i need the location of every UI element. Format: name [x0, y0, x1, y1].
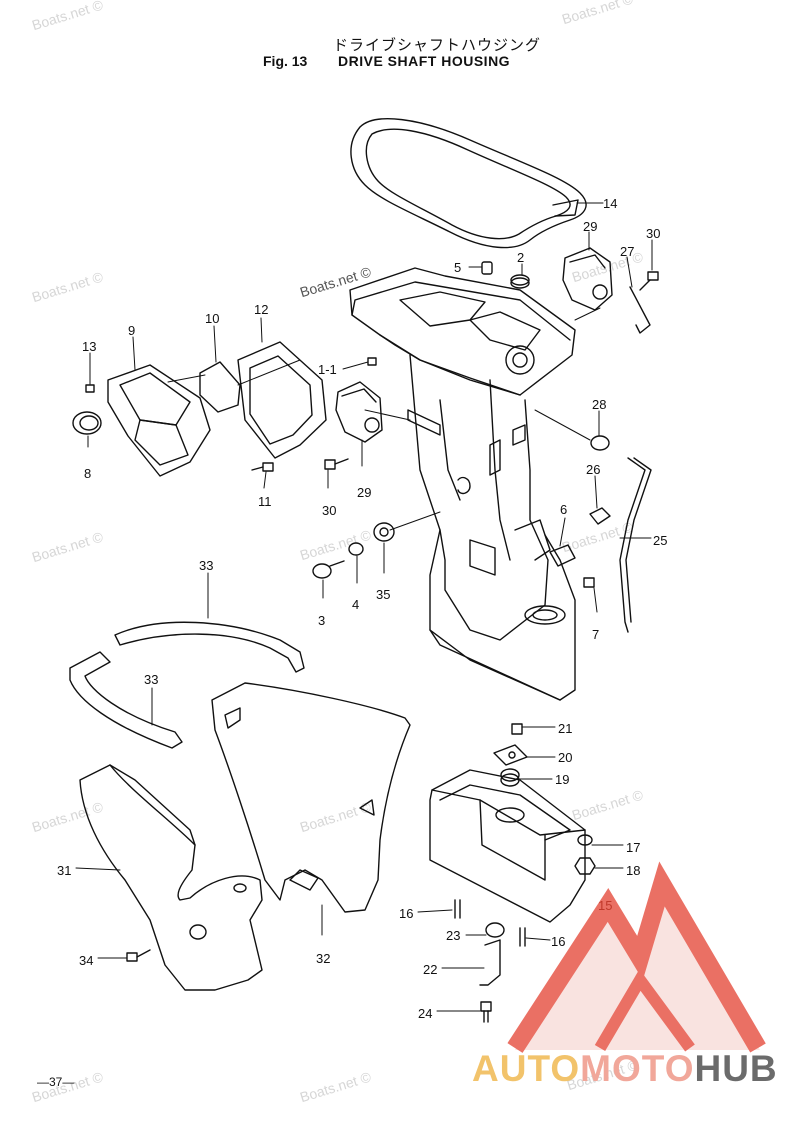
part-20-plate: [493, 744, 528, 766]
part-23-damper: [485, 922, 505, 938]
part-label-18: 18: [626, 863, 641, 878]
part-label-19: 19: [555, 772, 570, 787]
part-label-21: 21: [558, 721, 573, 736]
part-11-screw: [251, 462, 274, 472]
part-21-bolt: [511, 723, 523, 735]
part-8-plug: [72, 411, 102, 435]
part-label-33: 33: [199, 558, 214, 573]
title-japanese: ドライブシャフトハウジング: [333, 36, 542, 54]
part-18-nut: [574, 857, 596, 875]
part-label-31: 31: [57, 863, 72, 878]
part-35-washer: [373, 522, 395, 542]
figure-number: Fig. 13: [263, 53, 308, 69]
part-label-30: 30: [646, 226, 661, 241]
part-29-mount-upper: [562, 247, 613, 311]
part-label-29: 29: [583, 219, 598, 234]
part-label-16: 16: [551, 934, 566, 949]
part-label-30: 30: [322, 503, 337, 518]
part-16-stud: [454, 899, 461, 919]
part-label-12: 12: [254, 302, 269, 317]
part-10-gasket: [199, 361, 241, 413]
part-6-bracket: [549, 544, 576, 567]
part-label-9: 9: [128, 323, 136, 338]
part-27-bracket: [629, 286, 651, 334]
part-label-16: 16: [399, 906, 414, 921]
part-33-seal-lower: [69, 651, 183, 749]
part-label-26: 26: [586, 462, 601, 477]
part-26-clip: [589, 507, 611, 525]
part-label-13: 13: [82, 339, 97, 354]
part-29-mount-lower: [335, 381, 383, 443]
part-1-1-pin: [367, 357, 377, 366]
part-24-bolt: [480, 1001, 492, 1023]
part-14-seal: [350, 118, 587, 249]
part-label-4: 4: [352, 597, 360, 612]
logo-part-moto: MOTO: [580, 1048, 695, 1089]
part-9-cover: [107, 364, 211, 477]
logo-triangle-icon: [507, 861, 766, 1053]
part-label-35: 35: [376, 587, 391, 602]
part-5-dowel: [481, 261, 493, 275]
page-number: —37—: [37, 1075, 75, 1089]
part-label-25: 25: [653, 533, 668, 548]
part-34-screw: [126, 949, 151, 962]
part-label-32: 32: [316, 951, 331, 966]
part-4-washer: [348, 542, 364, 556]
logo-part-hub: HUB: [694, 1048, 778, 1089]
part-16-stud: [519, 927, 526, 947]
part-label-3: 3: [318, 613, 326, 628]
part-label-29: 29: [357, 485, 372, 500]
part-label-22: 22: [423, 962, 438, 977]
diagram-title: DRIVE SHAFT HOUSING: [338, 53, 511, 69]
part-label-7: 7: [592, 627, 600, 642]
part-label-17: 17: [626, 840, 641, 855]
part-22-bracket: [479, 939, 501, 986]
part-label-33: 33: [144, 672, 159, 687]
part-label-28: 28: [592, 397, 607, 412]
part-33-seal-upper: [114, 621, 305, 673]
part-label-27: 27: [620, 244, 635, 259]
part-32-side-cowl: [211, 682, 411, 913]
part-30-bolt: [324, 458, 349, 470]
part-label-1-1: 1-1: [318, 362, 337, 377]
part-31-lower-cowl: [79, 764, 263, 991]
part-label-23: 23: [446, 928, 461, 943]
leader-lines: [75, 202, 653, 1012]
logo-part-auto: AUTO: [472, 1048, 581, 1089]
part-28-grommet: [590, 435, 610, 451]
part-label-11: 11: [258, 494, 272, 509]
part-label-5: 5: [454, 260, 462, 275]
part-label-15: 15: [598, 898, 613, 913]
part-19-oil-seal: [500, 768, 520, 787]
part-12-plate: [237, 341, 327, 459]
part-15-gear-case-housing: [429, 769, 586, 923]
part-30-bolt: [639, 271, 659, 291]
part-7-bolt: [583, 577, 595, 588]
part-label-34: 34: [79, 953, 94, 968]
part-label-20: 20: [558, 750, 573, 765]
part-label-2: 2: [517, 250, 525, 265]
part-25-hose: [619, 457, 646, 633]
part-label-8: 8: [84, 466, 92, 481]
part-1-drive-shaft-housing: [349, 267, 576, 701]
part-17-washer: [577, 834, 593, 846]
part-label-24: 24: [418, 1006, 433, 1021]
part-13-screw: [85, 384, 95, 393]
part-label-6: 6: [560, 502, 568, 517]
part-label-10: 10: [205, 311, 220, 326]
logo: AUTOMOTOHUB: [472, 1048, 778, 1090]
part-2-grommet: [510, 274, 530, 289]
part-3-bolt: [312, 560, 345, 579]
part-label-14: 14: [603, 196, 618, 211]
